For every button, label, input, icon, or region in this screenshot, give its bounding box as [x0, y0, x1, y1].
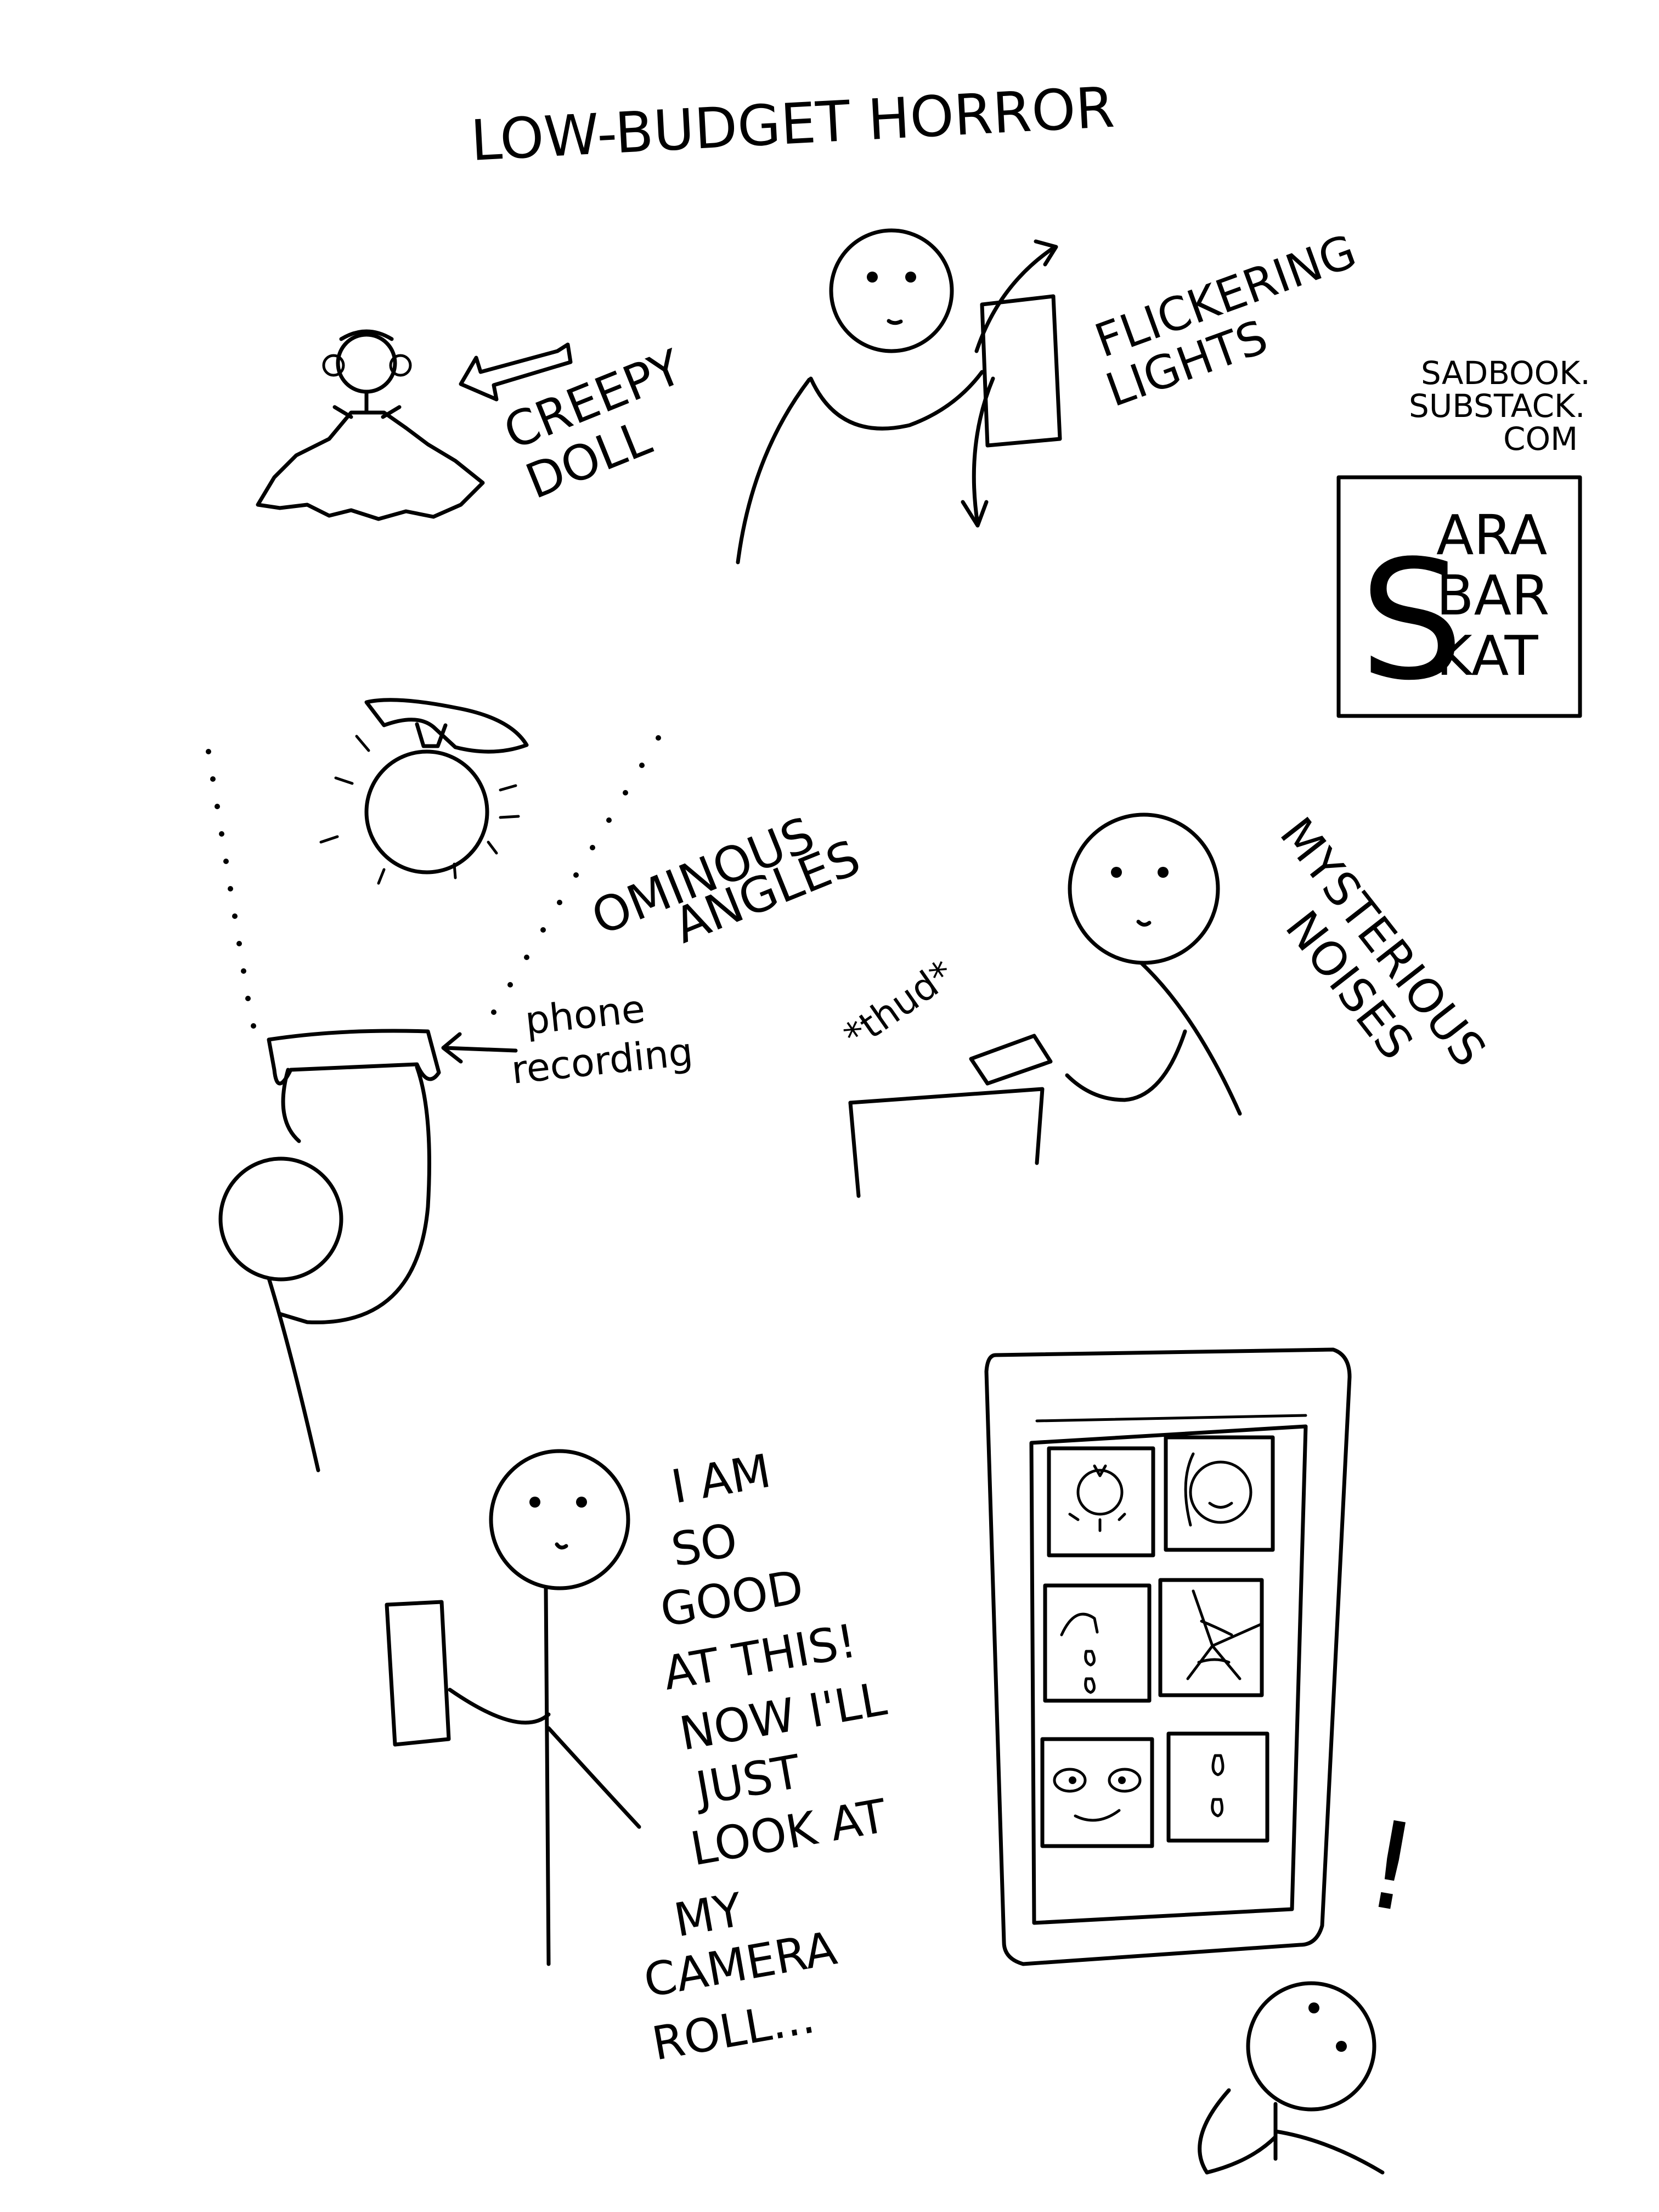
- logo-line-3: KAT: [1436, 624, 1538, 688]
- logo-line-1: ARA: [1436, 503, 1547, 567]
- phone-label-1: phone: [523, 986, 647, 1043]
- credit-url-line-2: SUBSTACK.: [1409, 387, 1585, 425]
- comic-title: LOW-BUDGET HORROR: [469, 75, 1116, 174]
- phone-recording-figure: [218, 1029, 518, 1472]
- flickering-lights-figure: [736, 228, 1062, 565]
- author-logo: S ARA BAR KAT: [1336, 475, 1582, 718]
- speech-line-1: I AM: [667, 1444, 775, 1514]
- ceiling-lamp-icon: [319, 698, 529, 885]
- speech-line-2: SO: [667, 1513, 741, 1577]
- credit-url-line-1: SADBOOK.: [1421, 354, 1590, 392]
- logo-line-2: BAR: [1436, 563, 1550, 628]
- doll-arrow-icon: [459, 342, 573, 402]
- creepy-doll-drawing: [256, 329, 485, 521]
- camera-roll-phone: [984, 1347, 1352, 1966]
- logo-initial: S: [1359, 525, 1464, 716]
- selfie-stick-figure: [385, 1449, 641, 1966]
- mysterious-noises-figure: [848, 812, 1242, 1198]
- credit-url-line-3: COM: [1503, 420, 1578, 458]
- speech-line-8: MY: [670, 1883, 747, 1948]
- thud-sound-label: *thud*: [836, 952, 962, 1058]
- camera-view-dotted-lines: [206, 735, 661, 1029]
- exclamation-mark: !: [1356, 1793, 1427, 1940]
- shocked-figure: [1198, 1981, 1385, 2175]
